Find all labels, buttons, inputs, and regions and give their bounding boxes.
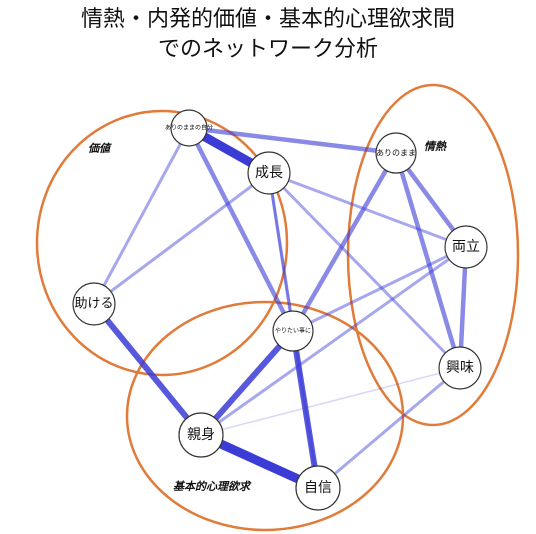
edge-ryoritsu-shinmi bbox=[199, 245, 468, 437]
edge-tasukeru-shinmi bbox=[91, 301, 204, 438]
group-label-value: 価値 bbox=[88, 142, 112, 155]
node-label-arinomama_kachi: ありのままの自分 bbox=[165, 124, 213, 132]
edge-seicho-ryoritsu bbox=[267, 171, 468, 249]
group-outline-value bbox=[35, 109, 289, 377]
node-shinmi: 親身 bbox=[178, 412, 224, 458]
group-label-passion: 情熱 bbox=[424, 140, 447, 153]
edge-yaritai-jishin bbox=[290, 328, 321, 491]
edge-arinomama-kyomi bbox=[393, 150, 463, 371]
title-line-1: 情熱・内発的価値・基本的心理欲求間 bbox=[80, 7, 455, 32]
edge-seicho-kyomi bbox=[267, 171, 462, 370]
edge-arinomama-yaritai bbox=[290, 150, 399, 334]
edge-seicho-tasukeru bbox=[92, 171, 271, 306]
node-circle-shinmi bbox=[178, 412, 224, 458]
edge-ryoritsu-yaritai bbox=[291, 245, 468, 333]
node-circle-tasukeru bbox=[72, 282, 116, 326]
node-arinomama_kachi: ありのままの自分 bbox=[165, 109, 213, 147]
group-label-needs: 基本的心理欲求 bbox=[173, 480, 252, 493]
node-kyomi: 興味 bbox=[438, 346, 482, 390]
edge-kyomi-shinmi bbox=[200, 367, 461, 436]
edge-seicho-yaritai bbox=[267, 171, 295, 333]
node-circle-jishin bbox=[295, 465, 341, 511]
group-outline-passion bbox=[346, 83, 520, 427]
node-label-seicho: 成長 bbox=[255, 165, 283, 181]
node-circle-arinomama bbox=[375, 132, 417, 174]
node-seicho: 成長 bbox=[247, 151, 291, 195]
node-circle-kyomi bbox=[438, 346, 482, 390]
node-label-arinomama: ありのまま bbox=[376, 149, 416, 158]
node-tasukeru: 助ける bbox=[72, 282, 116, 326]
node-label-yaritai: やりたい事に bbox=[275, 327, 311, 335]
node-jishin: 自信 bbox=[295, 465, 341, 511]
node-label-tasukeru: 助ける bbox=[74, 297, 113, 312]
node-label-shinmi: 親身 bbox=[187, 427, 215, 443]
edge-arinomama_kachi-yaritai bbox=[186, 125, 296, 334]
node-circle-ryoritsu bbox=[444, 225, 488, 269]
node-circle-seicho bbox=[247, 151, 291, 195]
group-outline-needs bbox=[125, 300, 405, 532]
node-ryoritsu: 両立 bbox=[444, 225, 488, 269]
node-label-ryoritsu: 両立 bbox=[452, 239, 480, 255]
node-circle-arinomama_kachi bbox=[170, 109, 208, 147]
edge-arinomama_kachi-tasukeru bbox=[92, 126, 191, 306]
edge-kyomi-jishin bbox=[316, 366, 462, 490]
title-line-2: でのネットワーク分析 bbox=[157, 37, 378, 62]
node-label-jishin: 自信 bbox=[304, 480, 332, 496]
edge-yaritai-shinmi bbox=[198, 328, 296, 438]
node-yaritai: やりたい事に bbox=[272, 310, 314, 352]
node-label-kyomi: 興味 bbox=[446, 360, 474, 376]
edge-arinomama_kachi-arinomama bbox=[186, 125, 399, 156]
node-circle-yaritai bbox=[272, 310, 314, 352]
node-arinomama: ありのまま bbox=[375, 132, 417, 174]
